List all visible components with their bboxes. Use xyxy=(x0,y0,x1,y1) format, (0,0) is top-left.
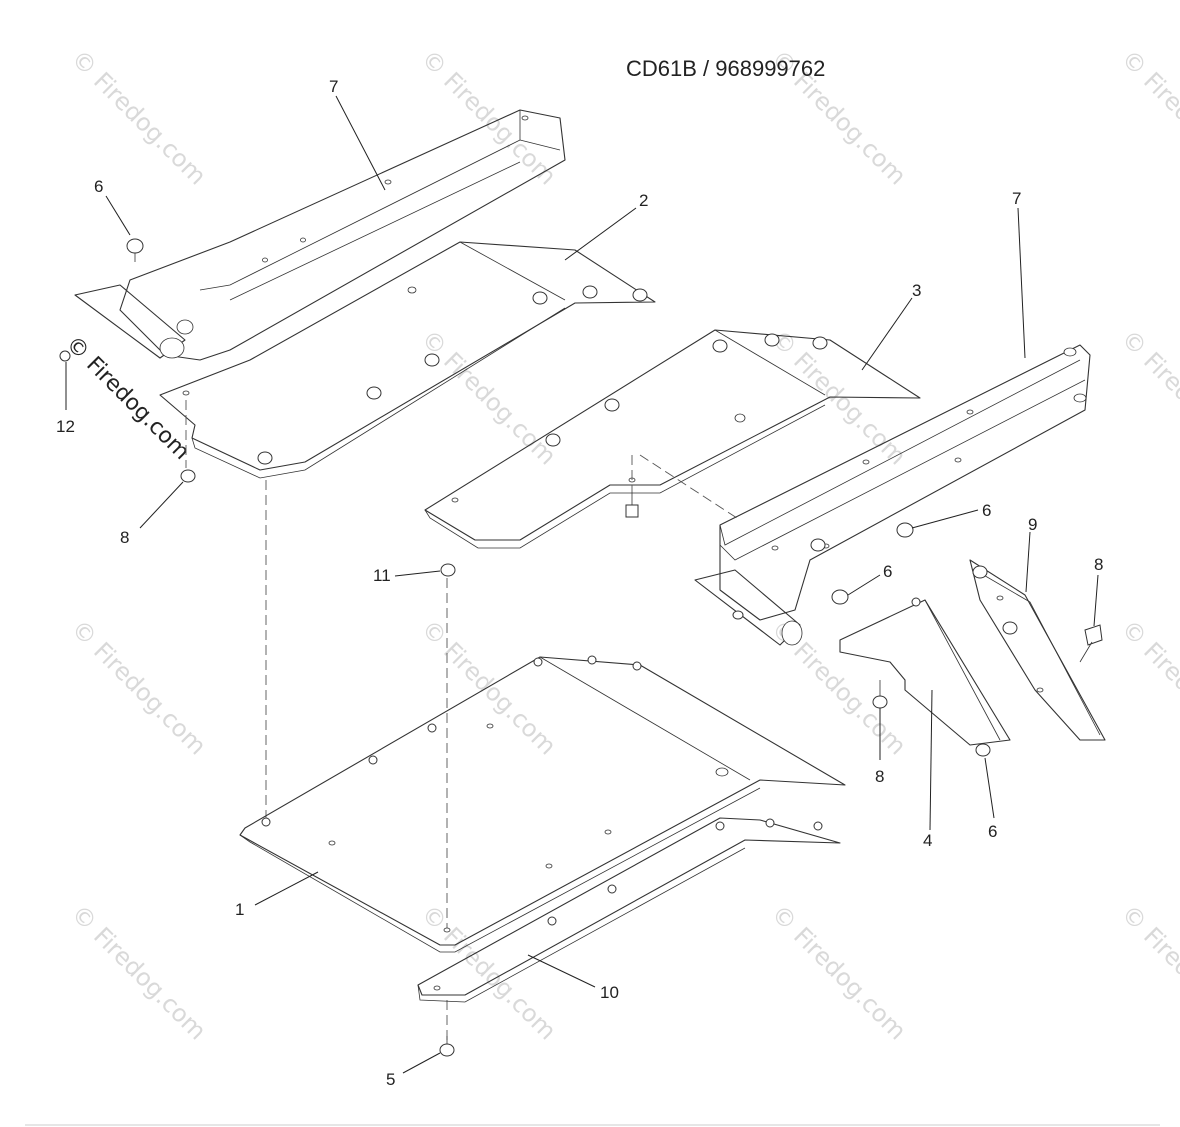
callout-6-top: 6 xyxy=(94,177,103,196)
watermark: © Firedog.com xyxy=(66,899,212,1045)
callouts: 7 6 2 12 8 7 3 6 11 6 9 8 8 4 6 1 10 5 xyxy=(56,77,1103,1089)
callout-8-right: 8 xyxy=(1094,555,1103,574)
watermark: © Firedog.com xyxy=(766,899,912,1045)
part-6-nut xyxy=(126,238,144,262)
callout-6-right-upper: 6 xyxy=(982,501,991,520)
callout-2: 2 xyxy=(639,191,648,210)
callout-11: 11 xyxy=(373,566,391,585)
part-7-left-arm xyxy=(74,109,566,361)
callout-8-left: 8 xyxy=(120,528,129,547)
part-3-middle-plate xyxy=(424,329,921,549)
callout-6-right-middle: 6 xyxy=(883,562,892,581)
part-12-fastener xyxy=(59,350,71,362)
callout-7-left: 7 xyxy=(329,77,338,96)
watermark: © Firedog.com xyxy=(1116,44,1180,190)
watermark: © Firedog.com xyxy=(1116,614,1180,760)
callout-3: 3 xyxy=(912,281,921,300)
watermark: © Firedog.com xyxy=(416,44,562,190)
part-8-bolt-left xyxy=(180,400,196,483)
watermark: © Firedog.com xyxy=(416,614,562,760)
part-2-upper-plate xyxy=(159,241,656,479)
callout-12: 12 xyxy=(56,417,75,436)
callout-8-bottom: 8 xyxy=(875,767,884,786)
part-11-nut xyxy=(440,563,456,577)
watermark: © Firedog.com xyxy=(1116,899,1180,1045)
watermark: © Firedog.com xyxy=(416,899,562,1045)
watermark: © Firedog.com xyxy=(1116,324,1180,470)
callout-4: 4 xyxy=(923,831,932,850)
leader-lines xyxy=(65,95,1099,1074)
watermark: © Firedog.com xyxy=(416,324,562,470)
callout-9: 9 xyxy=(1028,515,1037,534)
watermark: © Firedog.com xyxy=(66,614,212,760)
callout-1: 1 xyxy=(235,900,244,919)
part-6-nut-lower xyxy=(975,743,991,757)
part-8-bolt-right xyxy=(1079,624,1103,663)
callout-5: 5 xyxy=(386,1070,395,1089)
part-7-right-arm xyxy=(694,344,1091,646)
assembly-lines xyxy=(265,480,448,1040)
watermark: © Firedog.com xyxy=(66,44,212,190)
part-9-bracket xyxy=(969,559,1106,741)
bolt-under-plate-3 xyxy=(625,454,741,521)
part-10-lower-strip xyxy=(417,817,841,1003)
part-1-lower-plate xyxy=(239,655,846,953)
callout-7-right: 7 xyxy=(1012,189,1021,208)
callout-6-bottom: 6 xyxy=(988,822,997,841)
part-5-bolt xyxy=(439,1036,455,1057)
diagram-title: CD61B / 968999762 xyxy=(626,56,825,81)
callout-10: 10 xyxy=(600,983,619,1002)
